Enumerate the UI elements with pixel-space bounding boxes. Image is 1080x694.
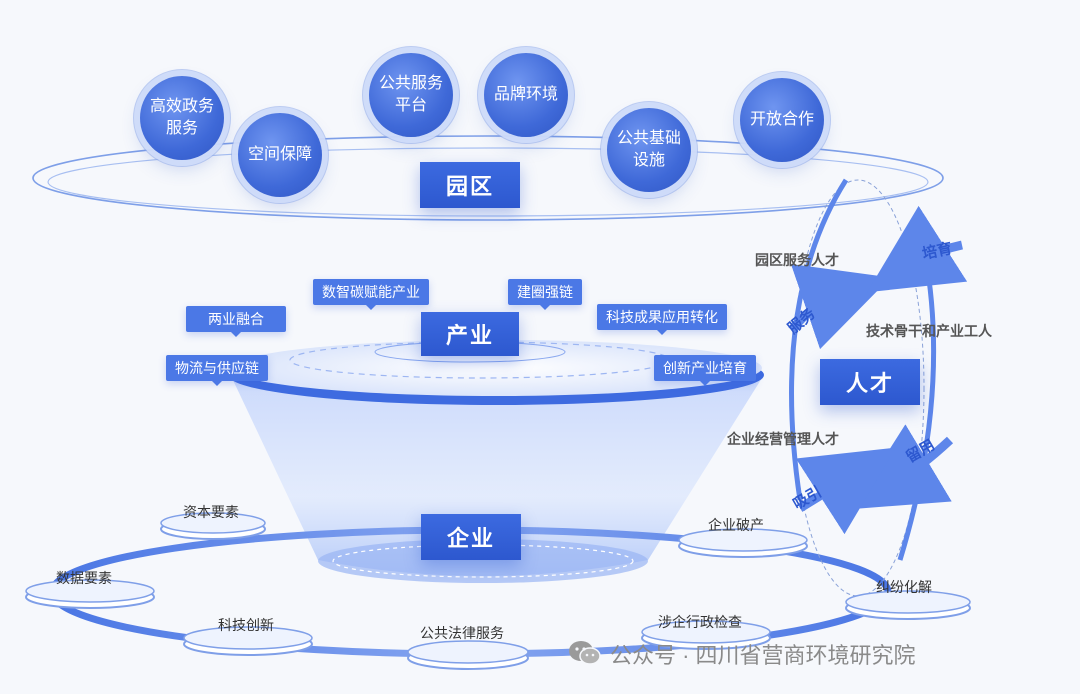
arrow-serve (788, 264, 891, 350)
pedestal-discs (25, 512, 971, 670)
talent-arc-left (789, 178, 849, 501)
enterprise-label-legal: 公共法律服务 (420, 625, 504, 641)
park-circle-space: 空间保障 (238, 113, 322, 197)
park-circle-brand: 品牌环境 (484, 53, 568, 137)
enterprise-title: 企业 (421, 514, 521, 560)
industry-disc (230, 340, 762, 396)
park-ring-outer (32, 135, 944, 221)
enterprise-label-capital: 资本要素 (183, 504, 239, 520)
enterprise-label-dispute: 纠纷化解 (876, 579, 932, 595)
enterprise-label-bankruptcy: 企业破产 (708, 517, 764, 533)
industry-tag-logistics: 物流与供应链 (166, 355, 268, 386)
talent-text-managers: 企业经营管理人才 (727, 431, 839, 447)
enterprise-label-tech-innovation: 科技创新 (218, 617, 274, 633)
talent-text-workers: 技术骨干和产业工人 (866, 323, 992, 339)
arrow-cultivate (867, 205, 968, 293)
industry-tag-innovation: 创新产业培育 (654, 355, 756, 386)
industry-tag-integration: 两业融合 (186, 306, 286, 337)
park-circle-public-platform: 公共服务平台 (369, 53, 453, 137)
park-circle-gov-service: 高效政务服务 (140, 76, 224, 160)
watermark-text: 公众号 · 四川省营商环境研究院 (610, 643, 916, 668)
park-circle-open: 开放合作 (740, 78, 824, 162)
park-circle-infrastructure: 公共基础设施 (607, 108, 691, 192)
funnel-body (232, 378, 762, 576)
funnel-bottom (318, 539, 648, 583)
industry-tag-chain: 建圈强链 (508, 279, 582, 310)
industry-tag-digital-carbon: 数智碳赋能产业 (313, 279, 429, 310)
talent-title: 人才 (820, 359, 920, 405)
industry-tag-tech-transfer: 科技成果应用转化 (597, 304, 727, 335)
park-ring-inner (47, 147, 929, 217)
enterprise-label-inspection: 涉企行政检查 (658, 614, 742, 630)
talent-text-park: 园区服务人才 (755, 252, 839, 268)
talent-ellipse-dashed (791, 179, 925, 597)
industry-title: 产业 (421, 312, 519, 356)
enterprise-label-data: 数据要素 (56, 570, 112, 586)
park-title: 园区 (420, 162, 520, 208)
arrow-attract (795, 447, 896, 535)
wechat-icon (569, 641, 601, 665)
